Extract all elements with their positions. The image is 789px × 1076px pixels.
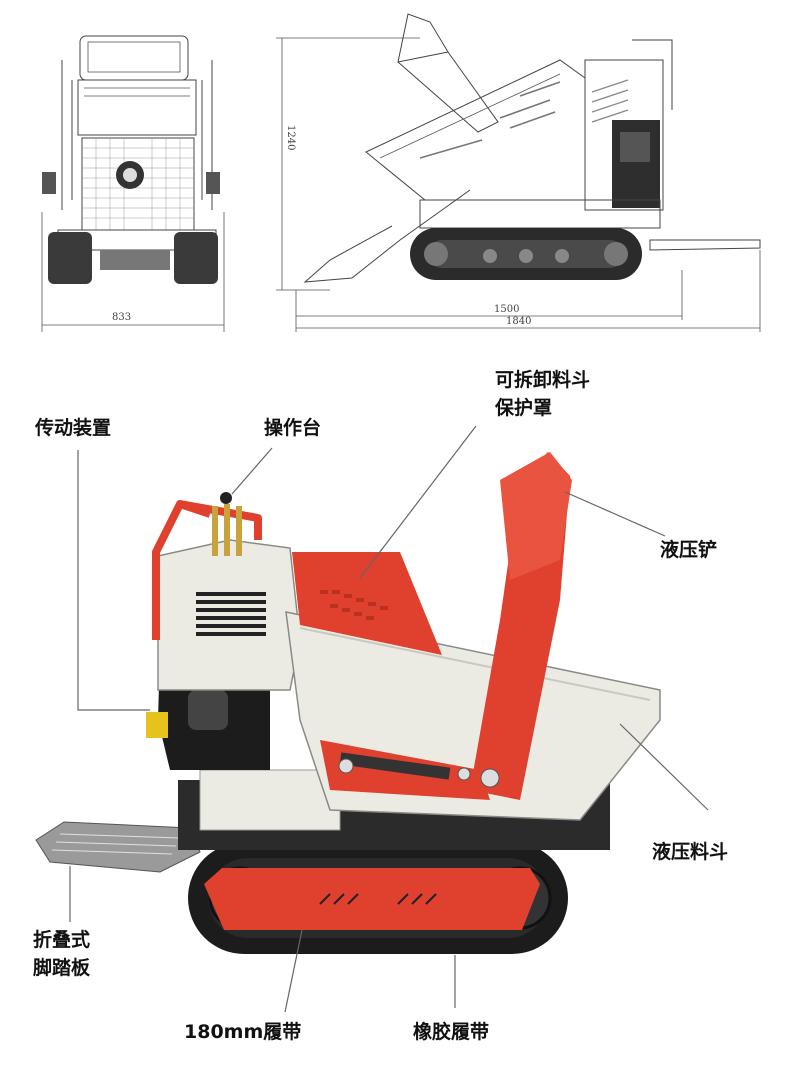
hopper-cover [292,552,442,655]
label-track-180: 180mm履带 [184,1021,301,1043]
dumper-illustration [35,452,661,954]
label-rubber-track: 橡胶履带 [413,1020,489,1043]
leader-lines [69,425,709,1013]
front-view-drawing: 833 [41,35,225,332]
track-guard [204,868,540,930]
label-folding-pedal-2: 脚踏板 [33,956,91,979]
label-console: 操作台 [264,416,321,439]
label-hopper-cover-1: 可拆卸料斗 [495,368,590,391]
height-dimension: 1240 [285,125,296,150]
label-hydraulic-shovel: 液压铲 [660,538,717,561]
label-hopper-cover-2: 保护罩 [494,396,552,419]
label-transmission: 传动装置 [34,416,111,439]
label-hydraulic-hopper: 液压料斗 [652,840,728,863]
total-length-dimension: 1840 [506,316,531,327]
side-view-drawing: 1240 [276,13,761,332]
console-body [157,539,301,691]
callout-labels: 传动装置 操作台 可拆卸料斗 保护罩 液压铲 液压料斗 折叠式 脚踏板 180m… [33,368,728,1043]
front-width-dimension: 833 [112,312,131,323]
track-length-dimension: 1500 [494,304,519,315]
label-folding-pedal-1: 折叠式 [33,928,90,951]
